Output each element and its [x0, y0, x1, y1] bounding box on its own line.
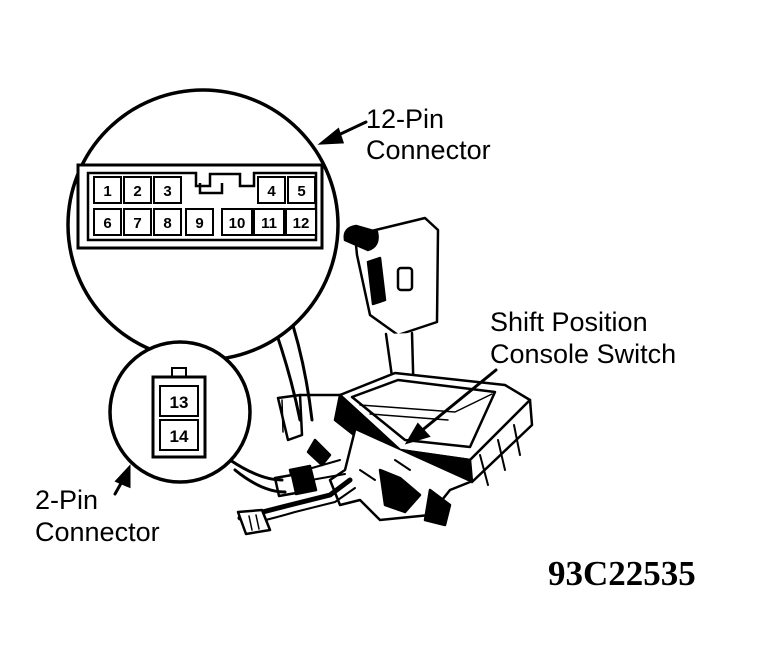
connector-2-label-line2: Connector — [35, 517, 160, 547]
pin-number: 1 — [103, 183, 111, 200]
pin-number: 9 — [195, 215, 203, 232]
pin-cell — [221, 208, 253, 236]
pin-cell — [185, 208, 214, 236]
pin-cell — [153, 208, 182, 236]
pin-number: 2 — [133, 183, 141, 200]
pin-cell — [285, 208, 317, 236]
shift-switch-label-line1: Shift Position — [490, 307, 648, 337]
shift-assembly — [236, 216, 534, 536]
connector-2-callout: 13 14 — [108, 340, 252, 484]
connector-2-label-line1: 2-Pin — [35, 485, 99, 515]
pin-cell — [159, 419, 199, 451]
pin-cell — [253, 208, 285, 236]
pin-number: 11 — [261, 215, 277, 232]
connector-12-label-line2: Connector — [366, 135, 491, 165]
pin-number: 4 — [267, 183, 276, 200]
pin-cell — [159, 385, 199, 417]
pin-cell — [287, 176, 316, 204]
pin-cell — [153, 176, 182, 204]
pin-cell — [257, 176, 286, 204]
shift-switch-label-line2: Console Switch — [490, 339, 677, 369]
figure-id: 93C22535 — [548, 554, 696, 593]
pin-number: 5 — [297, 183, 305, 200]
pin-cell — [93, 176, 122, 204]
pin-number: 6 — [103, 215, 111, 232]
pin-cell — [93, 208, 122, 236]
label-arrows — [113, 120, 498, 496]
pin-number: 8 — [163, 215, 171, 232]
connector-12-label-line1: 12-Pin — [366, 104, 445, 134]
pin-number: 13 — [170, 393, 189, 412]
pin-number: 12 — [293, 215, 310, 232]
pin-cell — [123, 176, 152, 204]
pin-number: 10 — [229, 215, 246, 232]
pin-cell — [123, 208, 152, 236]
pin-number: 14 — [170, 427, 189, 446]
pin-number: 7 — [133, 215, 141, 232]
pin-number: 3 — [163, 183, 171, 200]
pin-grid-2: 13 14 — [159, 385, 199, 451]
